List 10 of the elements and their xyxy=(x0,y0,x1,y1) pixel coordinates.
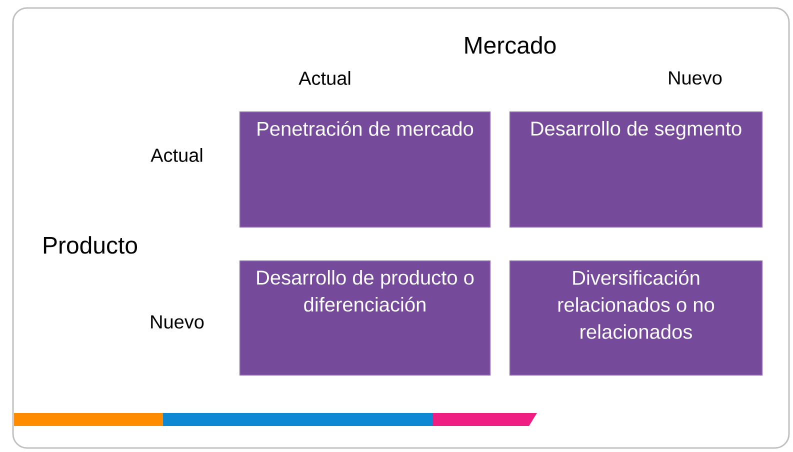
axis-label: Nuevo xyxy=(151,315,204,329)
axis-title: Mercado xyxy=(465,36,556,54)
axis-label: Actual xyxy=(298,71,350,85)
strategy-box: Desarrollo de producto o diferenciación xyxy=(240,260,490,376)
strategy-box: Diversificación relacionados o no relacionados xyxy=(510,260,762,376)
axis-label: Actual xyxy=(150,148,202,162)
strategy-box: Desarrollo de segmento xyxy=(510,112,762,228)
axis-label: Nuevo xyxy=(669,71,722,85)
strategy-box: Penetración de mercado xyxy=(240,112,490,228)
axis-label: Producto xyxy=(44,236,138,254)
